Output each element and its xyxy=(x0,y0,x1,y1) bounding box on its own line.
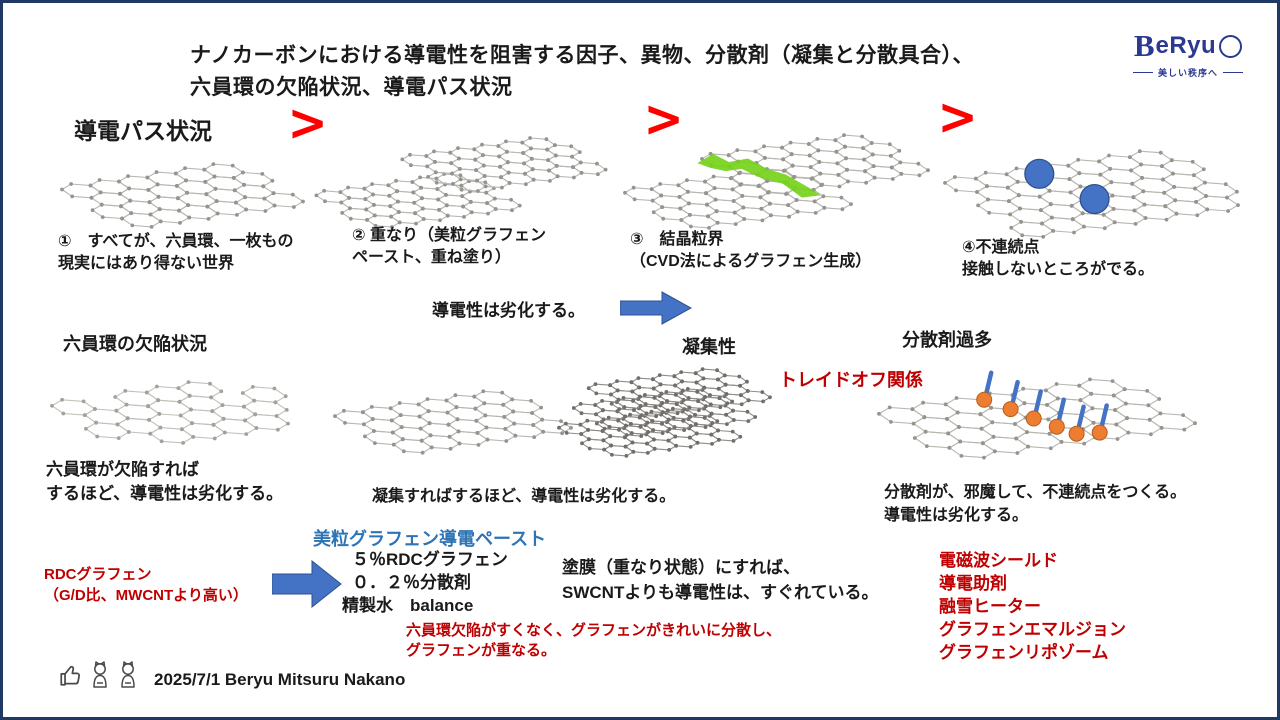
caption-item-2: ② 重なり（美粒グラフェン ペースト、重ね塗り） xyxy=(352,225,546,269)
rdc-line1: RDCグラフェン xyxy=(44,566,152,583)
logo-letter-b: B xyxy=(1133,28,1155,63)
caption-4-line2: 接触しないところがでる。 xyxy=(962,261,1155,278)
caption-2-line1: ② 重なり（美粒グラフェン xyxy=(352,227,546,244)
paste-title: 美粒グラフェン導電ペースト xyxy=(313,529,547,549)
graphene-dispersant-overload-figure xyxy=(872,360,1202,477)
application-item: 電磁波シールド xyxy=(939,551,1058,570)
section-heading-conduction-path: 導電パス状況 xyxy=(74,118,212,144)
caption-4-line1: ④不連続点 xyxy=(962,239,1040,256)
label-dispersant-excess: 分散剤過多 xyxy=(902,330,992,350)
logo-letters-rest: eRyu xyxy=(1155,32,1217,59)
title-line2: 六員環の欠陥状況、導電パス状況 xyxy=(190,76,513,99)
paste-line-1: ５％RDCグラフェン xyxy=(352,550,508,569)
thumbs-up-icon xyxy=(60,665,81,686)
logo-circle-icon xyxy=(1219,34,1243,58)
maneki-neko-icon xyxy=(93,661,107,688)
paste-line-2: ０．２％分散剤 xyxy=(352,573,471,592)
graphene-grain-boundary-figure xyxy=(618,124,935,239)
graphene-overlapped-sheets-figure xyxy=(305,131,617,234)
rdc-line2: （G/D比、MWCNTより高い） xyxy=(44,587,248,604)
tagline-dash-right xyxy=(1223,72,1243,73)
caption-dispersant: 分散剤が、邪魔して、不連続点をつくる。 導電性は劣化する。 xyxy=(884,481,1186,527)
caption-defect: 六員環が欠陥すれば するほど、導電性は劣化する。 xyxy=(46,458,283,506)
application-item: グラフェンリポゾーム xyxy=(939,643,1109,662)
greater-than-mark-3: > xyxy=(937,87,978,146)
coating-line1: 塗膜（重なり状態）にすれば、 xyxy=(562,558,801,577)
application-list: 電磁波シールド 導電助剤 融雪ヒーター グラフェンエマルジョン グラフェンリポゾ… xyxy=(939,549,1126,664)
tagline-text: 美しい秩序へ xyxy=(1157,68,1218,78)
section-heading-defect: 六員環の欠陥状況 xyxy=(63,334,207,354)
application-item: グラフェンエマルジョン xyxy=(939,620,1126,639)
caption-3-line2: （CVD法によるグラフェン生成） xyxy=(630,253,872,270)
right-arrow-icon-2 xyxy=(271,559,342,613)
graphene-dispersed-sheet-figure xyxy=(328,372,578,472)
caption-aggregation: 凝集すればするほど、導電性は劣化する。 xyxy=(372,488,676,505)
degrade-note: 導電性は劣化する。 xyxy=(432,301,585,320)
caption-dispersant-line1: 分散剤が、邪魔して、不連続点をつくる。 xyxy=(884,484,1187,501)
right-arrow-icon xyxy=(619,291,693,330)
caption-item-3: ③ 結晶粒界 （CVD法によるグラフェン生成） xyxy=(630,229,871,273)
tradeoff-label: トレイドオフ関係 xyxy=(779,370,923,390)
label-aggregation: 凝集性 xyxy=(682,337,736,357)
caption-defect-line1: 六員環が欠陥すれば xyxy=(46,460,199,479)
graphene-single-sheet-figure xyxy=(55,148,310,243)
red-note-line1: 六員環欠陥がすくなく、グラフェンがきれいに分散し、 xyxy=(406,622,782,639)
caption-2-line2: ペースト、重ね塗り） xyxy=(352,249,511,266)
coating-line2: SWCNTよりも導電性は、すぐれている。 xyxy=(562,583,879,602)
brand-tagline: 美しい秩序へ xyxy=(1124,66,1252,79)
graphene-defective-sheet-figure xyxy=(45,360,295,465)
caption-dispersant-line2: 導電性は劣化する。 xyxy=(884,507,1029,524)
caption-3-line1: ③ 結晶粒界 xyxy=(630,231,724,248)
rdc-note: RDCグラフェン （G/D比、MWCNTより高い） xyxy=(44,564,248,606)
caption-item-1: ① すべてが、六員環、一枚もの 現実にはあり得ない世界 xyxy=(58,231,293,275)
red-summary-note: 六員環欠陥がすくなく、グラフェンがきれいに分散し、 グラフェンが重なる。 xyxy=(406,621,781,661)
application-item: 導電助剤 xyxy=(939,574,1007,593)
footer-icons xyxy=(58,660,140,688)
footer-credit: 2025/7/1 Beryu Mitsuru Nakano xyxy=(154,670,406,689)
graphene-aggregated-stack-figure xyxy=(552,340,777,485)
caption-1-line2: 現実にはあり得ない世界 xyxy=(58,255,235,272)
application-item: 融雪ヒーター xyxy=(939,597,1041,616)
title-line1: ナノカーボンにおける導電性を阻害する因子、異物、分散剤（凝集と分散具合）、 xyxy=(190,44,974,67)
caption-item-4: ④不連続点 接触しないところがでる。 xyxy=(962,237,1154,281)
coating-note: 塗膜（重なり状態）にすれば、 SWCNTよりも導電性は、すぐれている。 xyxy=(562,555,878,605)
slide-title: ナノカーボンにおける導電性を阻害する因子、異物、分散剤（凝集と分散具合）、 六員… xyxy=(190,40,974,104)
tagline-dash-left xyxy=(1132,72,1153,73)
paste-recipe: ５％RDCグラフェン ０．２％分散剤 精製水 balance xyxy=(342,548,508,617)
greater-than-mark-2: > xyxy=(643,89,684,148)
paste-line-3: 精製水 balance xyxy=(342,596,474,615)
red-note-line2: グラフェンが重なる。 xyxy=(406,642,557,659)
graphene-discontinuity-figure xyxy=(938,131,1245,257)
caption-defect-line2: するほど、導電性は劣化する。 xyxy=(46,484,284,503)
greater-than-mark-1: > xyxy=(287,93,328,152)
caption-1-line1: ① すべてが、六員環、一枚もの xyxy=(58,233,294,250)
maneki-neko-icon xyxy=(121,661,135,688)
